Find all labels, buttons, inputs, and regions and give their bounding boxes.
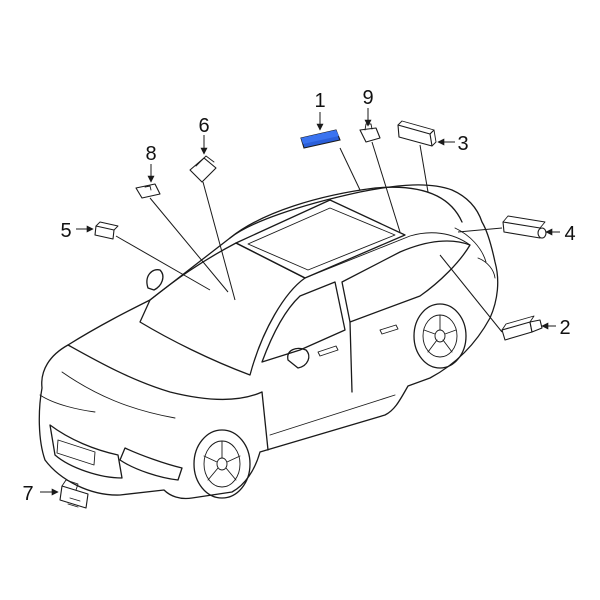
rear-wheel [413, 303, 467, 369]
rear-spokes [423, 314, 457, 353]
car-illustration [38, 184, 499, 500]
part-8-shape[interactable] [135, 183, 161, 199]
leader-part-8 [149, 197, 229, 293]
leader-part-1 [339, 147, 361, 191]
part-5-top [95, 221, 119, 231]
window-trim [304, 232, 471, 279]
part-4-body [502, 221, 541, 239]
part-2-end [529, 319, 543, 333]
leader-part-6 [202, 181, 236, 301]
callout-3[interactable]: 3 [457, 133, 468, 155]
part-7-top [61, 479, 79, 491]
leader-part-4 [457, 227, 503, 233]
part-4-shape[interactable] [502, 215, 547, 239]
part-1-face [301, 130, 339, 144]
part-3-end [429, 129, 437, 147]
callout-4[interactable]: 4 [564, 223, 575, 245]
part-6-tab [195, 155, 215, 167]
side-sill [269, 394, 396, 436]
rear-door-line [349, 321, 353, 393]
side-mirror [287, 347, 310, 369]
part-9-shape[interactable] [359, 123, 381, 143]
headlight [119, 447, 183, 481]
leader-part-2 [439, 254, 503, 333]
callout-6[interactable]: 6 [198, 115, 209, 137]
callout-8[interactable]: 8 [145, 143, 156, 165]
front-hub [216, 457, 228, 471]
license-plate [56, 439, 96, 466]
rear-spoiler [454, 227, 487, 263]
part-7-ribs [67, 497, 81, 508]
callout-5[interactable]: 5 [60, 220, 71, 242]
hood-line [67, 344, 263, 401]
arrows [40, 108, 560, 496]
leader-part-9 [371, 141, 401, 233]
hood-crease [61, 371, 176, 419]
part-8-detail [144, 185, 152, 191]
front-intake [49, 424, 123, 479]
door-handle-rear [379, 324, 399, 335]
callout-labels: 1 2 3 4 5 6 7 8 9 [22, 87, 575, 505]
leader-lines [115, 141, 503, 333]
part-5-shape[interactable] [94, 221, 119, 240]
front-light-strip [39, 394, 96, 413]
part-4-connector [537, 227, 547, 239]
sunroof-inner [247, 207, 396, 271]
callout-2[interactable]: 2 [559, 317, 570, 339]
roof-line [229, 186, 463, 239]
door-handle-front [317, 345, 339, 357]
front-spokes [203, 440, 241, 481]
callout-9[interactable]: 9 [362, 87, 373, 109]
part-3-shape[interactable] [397, 120, 437, 147]
part-2-top [501, 315, 535, 331]
part-7-body [59, 485, 89, 509]
part-6-shape[interactable] [189, 155, 217, 183]
rear-lamp [477, 257, 496, 279]
leader-part-5 [115, 235, 211, 291]
callout-7[interactable]: 7 [22, 483, 33, 505]
part-1-shape[interactable] [300, 129, 341, 149]
windshield [139, 242, 306, 376]
part-5-body [94, 225, 115, 240]
callout-1[interactable]: 1 [314, 90, 325, 112]
side-mirror-left [146, 269, 164, 291]
part-8-body [135, 183, 161, 199]
side-window-front [261, 281, 346, 363]
part-9-body [359, 127, 381, 143]
front-wheel [193, 429, 251, 499]
leader-part-3 [419, 144, 429, 193]
part-2-shape[interactable] [501, 315, 543, 341]
part-6-body [189, 157, 217, 183]
part-4-top [502, 215, 546, 229]
part-2-body [501, 321, 533, 341]
front-door-line [261, 391, 269, 451]
part-7-shape[interactable] [59, 479, 89, 509]
